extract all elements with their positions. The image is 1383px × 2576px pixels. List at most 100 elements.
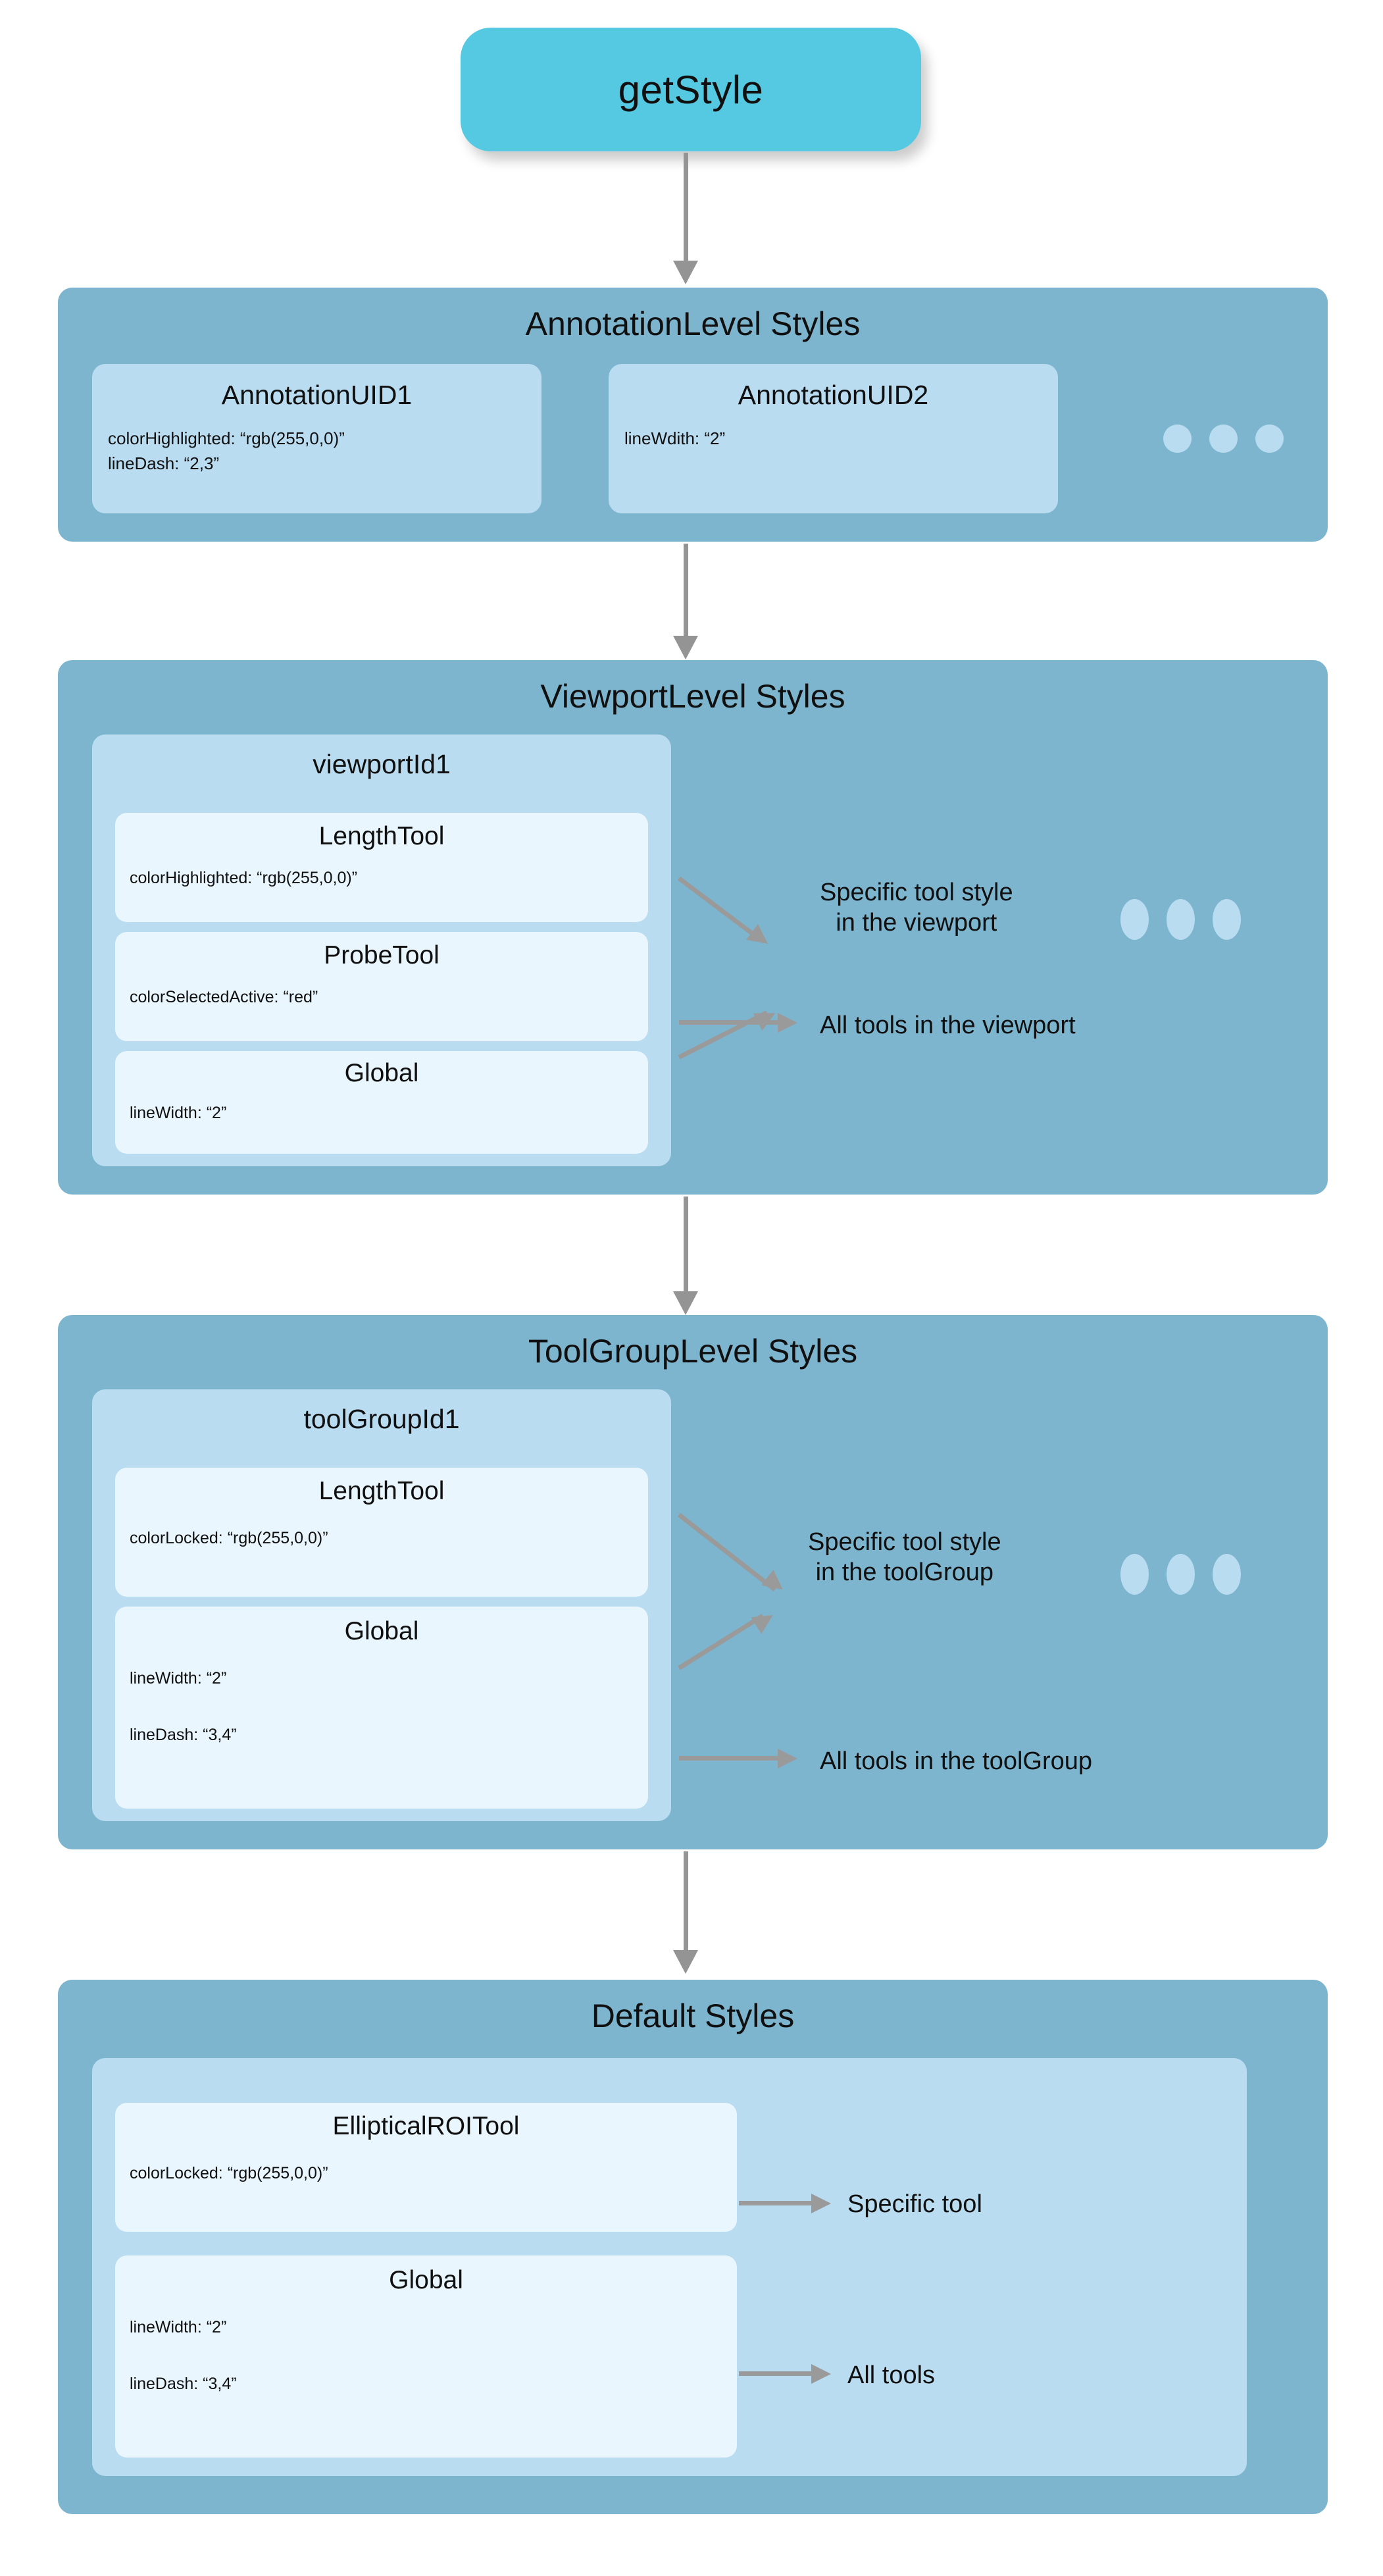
note-arrow-line [678,1010,768,1060]
get-style-label: getStyle [618,67,764,112]
tool-prop: colorLocked: “rgb(255,0,0)” [130,2164,328,2182]
arrow-head-icon [673,636,698,659]
arrow-head-icon [778,1013,797,1033]
get-style-node[interactable]: getStyle [461,28,921,151]
note-arrow-line [679,1020,781,1025]
arrow-head-icon [811,2364,831,2384]
ellipsis-dot [1163,425,1192,453]
tool-prop: lineDash: “3,4” [130,2375,237,2393]
ellipsis-dot [1255,425,1284,453]
ellipsis-dot [1167,1554,1195,1595]
arrow-head-icon [761,1569,790,1598]
ellipsis-dot [1120,899,1149,940]
tool-prop: colorHighlighted: “rgb(255,0,0)” [130,869,358,887]
note-arrow-toolgroup-specific-a [677,1512,790,1598]
panel-viewport-level: ViewportLevel Styles viewportId1 LengthT… [58,660,1328,1195]
arrow-head-icon [751,1607,778,1634]
note-label-default-specific: Specific tool [847,2190,982,2218]
arrow-head-icon [673,1291,698,1315]
tool-card-title: Global [344,1059,419,1087]
tool-prop: colorSelectedActive: “red” [130,988,318,1006]
annotation-card-2[interactable]: AnnotationUID2 lineWdith: “2” [609,364,1058,513]
ellipsis-dot [1209,425,1238,453]
annotation-card-1-title: AnnotationUID1 [221,380,413,410]
group-card-toolgroup-id1[interactable]: toolGroupId1 LengthTool colorLocked: “rg… [92,1389,671,1821]
tool-card-title: LengthTool [318,1477,445,1505]
tool-card-length-tool[interactable]: LengthTool colorHighlighted: “rgb(255,0,… [115,813,648,922]
toolgroup-more-ellipsis-icon[interactable] [1120,1554,1241,1595]
note-arrow-line [739,2371,815,2376]
annotation-more-ellipsis-icon[interactable] [1163,425,1284,453]
ellipsis-dot [1213,1554,1241,1595]
annotation-prop: lineWdith: “2” [624,428,726,448]
tool-card-global[interactable]: Global lineWidth: “2” lineDash: “3,4” [115,1607,648,1809]
annotation-card-2-title: AnnotationUID2 [738,380,929,410]
note-arrow-line [739,2201,815,2205]
connector-root-to-annotation [662,153,709,284]
annotation-card-1-props: colorHighlighted: “rgb(255,0,0)” lineDas… [92,426,541,476]
viewport-more-ellipsis-icon[interactable] [1120,899,1241,940]
panel-title-default-styles: Default Styles [591,1997,795,2034]
connector-shaft [683,544,688,637]
panel-title-toolgroup-level: ToolGroupLevel Styles [528,1333,858,1370]
note-arrow-default-specific [739,2194,864,2214]
connector-shaft [683,153,688,262]
tool-card-props: lineWidth: “2” lineDash: “3,4” [130,1669,641,1745]
connector-annotation-to-viewport [662,544,709,659]
arrow-head-icon [673,261,698,284]
panel-annotation-level: AnnotationLevel Styles AnnotationUID1 co… [58,288,1328,542]
note-arrow-viewport-specific-b [678,1004,780,1079]
tool-card-title: EllipticalROITool [332,2112,520,2140]
tool-card-title: ProbeTool [324,941,440,969]
tool-card-props: colorLocked: “rgb(255,0,0)” [130,2164,730,2183]
annotation-prop: colorHighlighted: “rgb(255,0,0)” [108,428,345,448]
note-arrow-line [677,1512,776,1592]
connector-shaft [683,1851,688,1951]
note-label-viewport-global: All tools in the viewport [820,1012,1076,1039]
annotation-card-1[interactable]: AnnotationUID1 colorHighlighted: “rgb(25… [92,364,541,513]
ellipsis-dot [1167,899,1195,940]
note-label-toolgroup-global: All tools in the toolGroup [820,1747,1093,1775]
tool-card-global[interactable]: Global lineWidth: “2” [115,1051,648,1154]
arrow-head-icon [745,923,774,952]
tool-card-title: Global [389,2266,463,2294]
tool-card-props: lineWidth: “2” lineDash: “3,4” [130,2318,730,2394]
note-arrow-toolgroup-specific-b [678,1607,784,1689]
group-card-default[interactable]: EllipticalROITool colorLocked: “rgb(255,… [92,2058,1247,2476]
connector-toolgroup-to-default [662,1851,709,1974]
tool-prop: lineWidth: “2” [130,1104,227,1122]
tool-card-global[interactable]: Global lineWidth: “2” lineDash: “3,4” [115,2255,737,2458]
connector-shaft [683,1197,688,1293]
note-label-toolgroup-specific: Specific tool style in the toolGroup [808,1528,1001,1587]
connector-viewport-to-toolgroup [662,1197,709,1315]
annotation-prop: lineDash: “2,3” [108,453,220,473]
tool-card-props: colorSelectedActive: “red” [130,988,641,1007]
tool-prop: colorLocked: “rgb(255,0,0)” [130,1529,328,1547]
ellipsis-dot [1120,1554,1149,1595]
note-arrow-toolgroup-global [679,1749,804,1769]
tool-card-elliptical-roi-tool[interactable]: EllipticalROITool colorLocked: “rgb(255,… [115,2103,737,2232]
tool-card-title: Global [344,1617,419,1645]
group-card-toolgroup-id1-label: toolGroupId1 [303,1404,460,1434]
panel-title-annotation-level: AnnotationLevel Styles [525,305,861,342]
tool-prop: lineWidth: “2” [130,2318,227,2336]
panel-toolgroup-level: ToolGroupLevel Styles toolGroupId1 Lengt… [58,1315,1328,1849]
ellipsis-dot [1213,899,1241,940]
panel-default-styles: Default Styles EllipticalROITool colorLo… [58,1980,1328,2514]
tool-prop: lineWidth: “2” [130,1669,227,1687]
tool-card-probe-tool[interactable]: ProbeTool colorSelectedActive: “red” [115,932,648,1041]
arrow-head-icon [811,2194,831,2213]
group-card-viewport-id1[interactable]: viewportId1 LengthTool colorHighlighted:… [92,734,671,1166]
note-arrow-line [678,1614,765,1670]
tool-card-props: colorLocked: “rgb(255,0,0)” [130,1529,641,1548]
tool-card-length-tool[interactable]: LengthTool colorLocked: “rgb(255,0,0)” [115,1468,648,1597]
note-label-viewport-specific: Specific tool style in the viewport [820,879,1013,937]
tool-card-title: LengthTool [318,822,445,850]
arrow-head-icon [673,1950,698,1974]
arrow-head-icon [778,1749,797,1768]
note-arrow-viewport-specific-a [677,876,778,952]
tool-prop: lineDash: “3,4” [130,1726,237,1744]
tool-card-props: lineWidth: “2” [130,1104,641,1123]
note-arrow-line [679,1756,781,1761]
note-arrow-viewport-global [679,1013,804,1033]
